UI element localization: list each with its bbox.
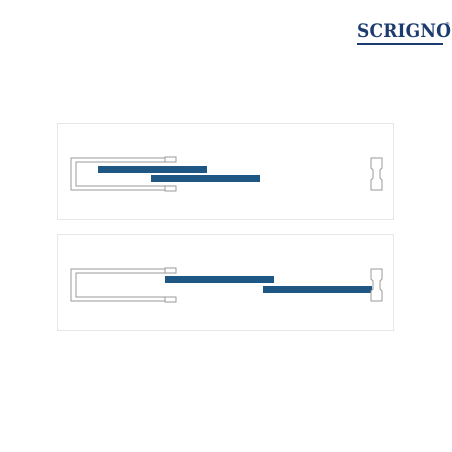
pocket-jamb-bottom	[164, 185, 177, 192]
pocket-jamb	[164, 267, 177, 274]
logo-underline	[357, 43, 443, 45]
registered-mark: ®	[445, 22, 450, 28]
scrigno-logo: SCRIGNO ®	[356, 21, 452, 47]
pocket-door-diagram-closed	[70, 156, 383, 192]
receiving-jamb	[370, 157, 383, 191]
pocket-door-diagram-open	[70, 267, 383, 303]
door-leaf-1	[98, 166, 207, 173]
door-leaf-2	[151, 175, 260, 182]
diagram-panel-closed	[57, 123, 394, 220]
logo-wordmark: SCRIGNO	[357, 21, 452, 42]
receiving-jamb	[370, 268, 383, 302]
pocket-frame-inner	[75, 161, 176, 187]
pocket-frame	[70, 157, 176, 191]
pocket-jamb-bottom	[164, 296, 177, 303]
door-leaf-1	[165, 276, 274, 283]
pocket-jamb	[164, 156, 177, 163]
pocket-frame-inner	[75, 272, 176, 298]
pocket-frame	[70, 268, 176, 302]
door-leaf-2	[263, 286, 372, 293]
diagram-panel-open	[57, 234, 394, 331]
